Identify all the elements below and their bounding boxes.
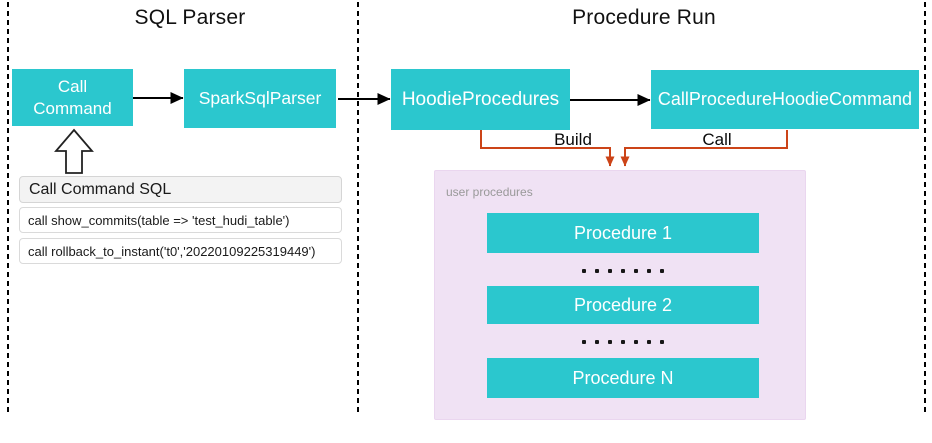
procedure-n-label: Procedure N <box>572 367 674 388</box>
sql-parser-region-title: SQL Parser <box>134 6 246 29</box>
sql-panel-row-show-commits: call show_commits(table => 'test_hudi_ta… <box>19 207 342 233</box>
build-edge-label: Build <box>554 130 592 149</box>
call-command-node: Call Command <box>12 69 133 126</box>
ellipsis-dots <box>487 263 759 279</box>
procedure-1-label: Procedure 1 <box>573 222 673 243</box>
ellipsis-dots <box>487 334 759 350</box>
procedure-2-node: Procedure 2 <box>487 286 759 324</box>
spark-sql-parser-label: SparkSqlParser <box>198 87 322 108</box>
sql-panel-row-rollback: call rollback_to_instant('t0','202201092… <box>19 238 342 264</box>
user-procedures-label: user procedures <box>446 185 533 199</box>
sql-rollback-text: call rollback_to_instant('t0','202201092… <box>28 243 316 259</box>
procedure-1-node: Procedure 1 <box>487 213 759 253</box>
procedure-n-node: Procedure N <box>487 358 759 398</box>
call-command-label: Call Command <box>33 77 112 118</box>
procedure-run-region-title: Procedure Run <box>572 6 716 29</box>
sql-panel-header-label: Call Command SQL <box>29 180 172 198</box>
hoodie-procedures-node: HoodieProcedures <box>391 69 570 130</box>
call-procedure-hoodie-command-label: CallProcedureHoodieCommand <box>657 89 913 110</box>
procedure-2-label: Procedure 2 <box>573 294 673 315</box>
user-procedures-container: user procedures Procedure 1 Procedure 2 … <box>434 170 806 420</box>
hollow-up-arrow-icon <box>54 128 94 174</box>
sql-panel-header: Call Command SQL <box>19 176 342 203</box>
spark-sql-parser-node: SparkSqlParser <box>184 69 336 128</box>
call-edge-label: Call <box>702 130 732 149</box>
call-procedure-hoodie-command-node: CallProcedureHoodieCommand <box>651 70 919 129</box>
hoodie-procedures-label: HoodieProcedures <box>401 88 560 110</box>
sql-show-commits-text: call show_commits(table => 'test_hudi_ta… <box>28 212 290 228</box>
